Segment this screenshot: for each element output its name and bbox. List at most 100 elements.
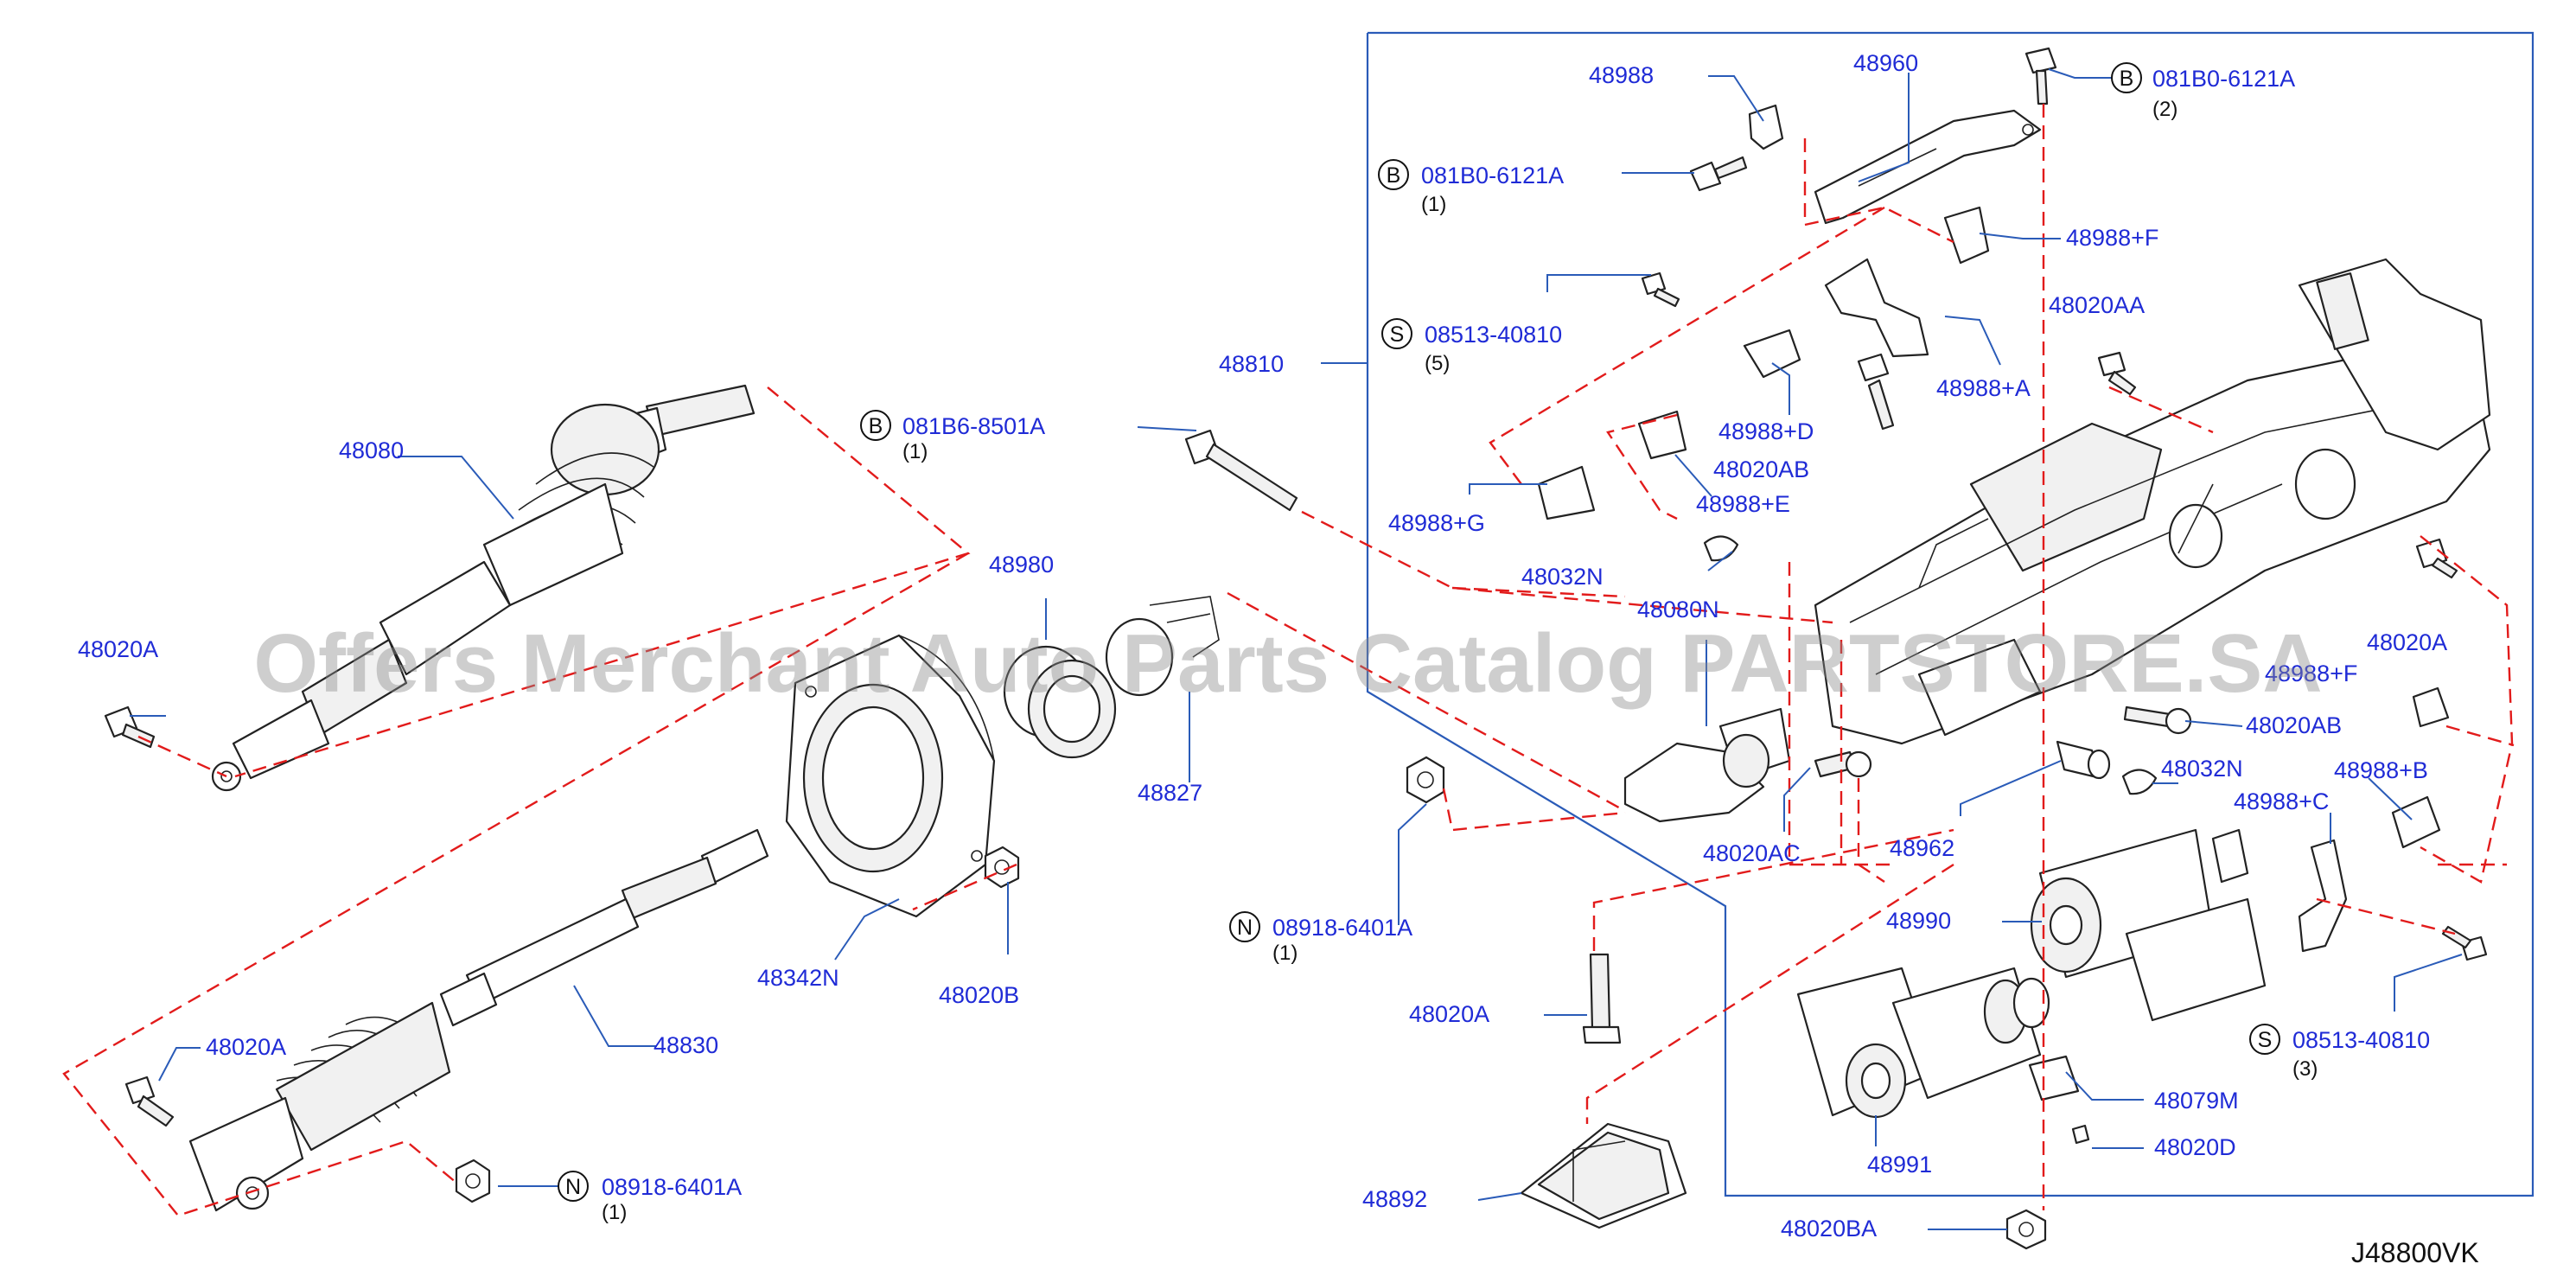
bolt-48020ab-top xyxy=(1857,353,1895,431)
motor-48990 xyxy=(2030,828,2267,1022)
callout-code: 081B0-6121A xyxy=(1421,163,1564,188)
bracket-48960 xyxy=(1814,109,2042,225)
bolt-48020a-right xyxy=(2415,538,2458,579)
label-48990: 48990 xyxy=(1886,908,1951,934)
leader-lines xyxy=(130,68,2463,1230)
steering-column-housing xyxy=(1814,258,2491,745)
bolt-081b0-left xyxy=(1689,156,1748,192)
clip-48032n-right xyxy=(2121,769,2158,795)
screw-48020d xyxy=(2071,1124,2090,1145)
assembly-frame xyxy=(1366,31,2535,1197)
callout-qty: (1) xyxy=(1272,942,1298,965)
bolt-48020aa xyxy=(2097,351,2137,396)
callout-circles xyxy=(558,62,2280,1202)
label-48020ba: 48020BA xyxy=(1781,1216,1877,1242)
clip-48032n-top xyxy=(1703,535,1739,562)
nut-48020b xyxy=(984,846,1020,889)
label-48342n: 48342N xyxy=(757,965,839,991)
sleeve-48962 xyxy=(2056,740,2111,780)
label-48020a-center: 48020A xyxy=(1409,1001,1489,1027)
label-48020ab-right: 48020AB xyxy=(2246,712,2342,738)
label-48020aa: 48020AA xyxy=(2049,292,2145,318)
label-48962: 48962 xyxy=(1890,835,1954,861)
nut-08918-lower xyxy=(455,1159,491,1203)
label-48827: 48827 xyxy=(1138,780,1202,806)
watermark: Offers Merchant Auto Parts Catalog PARTS… xyxy=(253,617,2322,710)
callout-qty: (1) xyxy=(902,440,928,463)
callout-letter: B xyxy=(1387,163,1401,188)
callout-qty: (2) xyxy=(2152,98,2177,121)
label-48020ab-top: 48020AB xyxy=(1713,456,1809,482)
clip-48827 xyxy=(1105,596,1220,697)
label-48892: 48892 xyxy=(1362,1186,1427,1212)
bracket-48988 xyxy=(1748,104,1784,150)
intermediate-shaft-48080 xyxy=(211,384,756,792)
nut-48020ba xyxy=(2005,1209,2047,1250)
callout-letter: S xyxy=(1390,322,1405,347)
bracket-48988-g xyxy=(1537,465,1596,520)
bolt-081b0-top xyxy=(2024,47,2057,105)
callout-code: 08918-6401A xyxy=(1272,915,1412,941)
label-48032n-top: 48032N xyxy=(1521,564,1604,590)
label-48988-c: 48988+C xyxy=(2234,788,2329,814)
label-48988-e: 48988+E xyxy=(1696,491,1790,517)
callout-letter: B xyxy=(2120,67,2134,91)
bolt-48020ab-right xyxy=(2123,705,2192,735)
bolt-48020a-left xyxy=(104,705,156,749)
cover-48892 xyxy=(1520,1122,1687,1229)
label-48080: 48080 xyxy=(339,437,404,463)
callout-letter: S xyxy=(2258,1028,2273,1052)
label-48988-b: 48988+B xyxy=(2334,757,2428,783)
callout-letter: N xyxy=(1237,916,1253,940)
label-48020a-lower: 48020A xyxy=(206,1034,286,1060)
callout-code: 08513-40810 xyxy=(1425,322,1562,348)
label-48830: 48830 xyxy=(654,1032,718,1058)
label-48020ac: 48020AC xyxy=(1703,840,1801,866)
callout-qty: (1) xyxy=(602,1201,627,1224)
lower-shaft-48830 xyxy=(188,828,769,1212)
bracket-48988-d xyxy=(1743,329,1801,379)
joint-48080n xyxy=(1623,707,1791,823)
callout-code: 08513-40810 xyxy=(2292,1027,2430,1053)
bracket-48988-c xyxy=(2298,839,2348,953)
screw-08513-top xyxy=(1641,271,1680,308)
label-48988: 48988 xyxy=(1589,62,1654,88)
dashed-connectors xyxy=(62,104,2515,1217)
callout-code: 081B6-8501A xyxy=(902,413,1045,439)
label-48020a-right: 48020A xyxy=(2367,629,2447,655)
bolt-081b6-8501a xyxy=(1184,429,1298,512)
bracket-48988-b xyxy=(2391,795,2441,849)
bolt-48020ac xyxy=(1814,750,1872,778)
label-48988-d: 48988+D xyxy=(1718,418,1814,444)
label-48020b: 48020B xyxy=(939,982,1019,1008)
bracket-48988-f-top xyxy=(1943,206,1990,265)
motor-48991 xyxy=(1796,967,2050,1119)
reference-code: J48800VK xyxy=(2351,1237,2479,1268)
bracket-48988-a xyxy=(1824,258,1929,358)
callout-qty: (3) xyxy=(2292,1057,2318,1081)
seal-48980 xyxy=(1003,645,1117,759)
label-48079m: 48079M xyxy=(2154,1088,2239,1114)
label-48020a-left: 48020A xyxy=(78,636,158,662)
label-48810: 48810 xyxy=(1219,351,1284,377)
bracket-48079m xyxy=(2028,1055,2080,1101)
label-48032n-right: 48032N xyxy=(2161,756,2243,782)
bracket-48988-f-right xyxy=(2412,686,2450,728)
bolt-48020a-lower xyxy=(124,1076,175,1127)
label-48988-f-right: 48988+F xyxy=(2265,661,2357,686)
label-48960: 48960 xyxy=(1853,50,1918,76)
screw-08513-right xyxy=(2441,925,2488,961)
callout-code: 08918-6401A xyxy=(602,1174,742,1200)
nut-08918-center xyxy=(1406,756,1445,804)
label-48020d: 48020D xyxy=(2154,1134,2236,1160)
label-48080n: 48080N xyxy=(1637,597,1719,622)
callout-qty: (1) xyxy=(1421,193,1446,216)
label-48988-f-top: 48988+F xyxy=(2066,225,2158,251)
label-48980: 48980 xyxy=(989,552,1054,578)
label-48991: 48991 xyxy=(1867,1152,1932,1178)
callout-letter: B xyxy=(869,414,883,438)
label-48988-a: 48988+A xyxy=(1936,375,2031,401)
cover-48342n xyxy=(785,634,996,918)
callout-code: 081B0-6121A xyxy=(2152,66,2295,92)
